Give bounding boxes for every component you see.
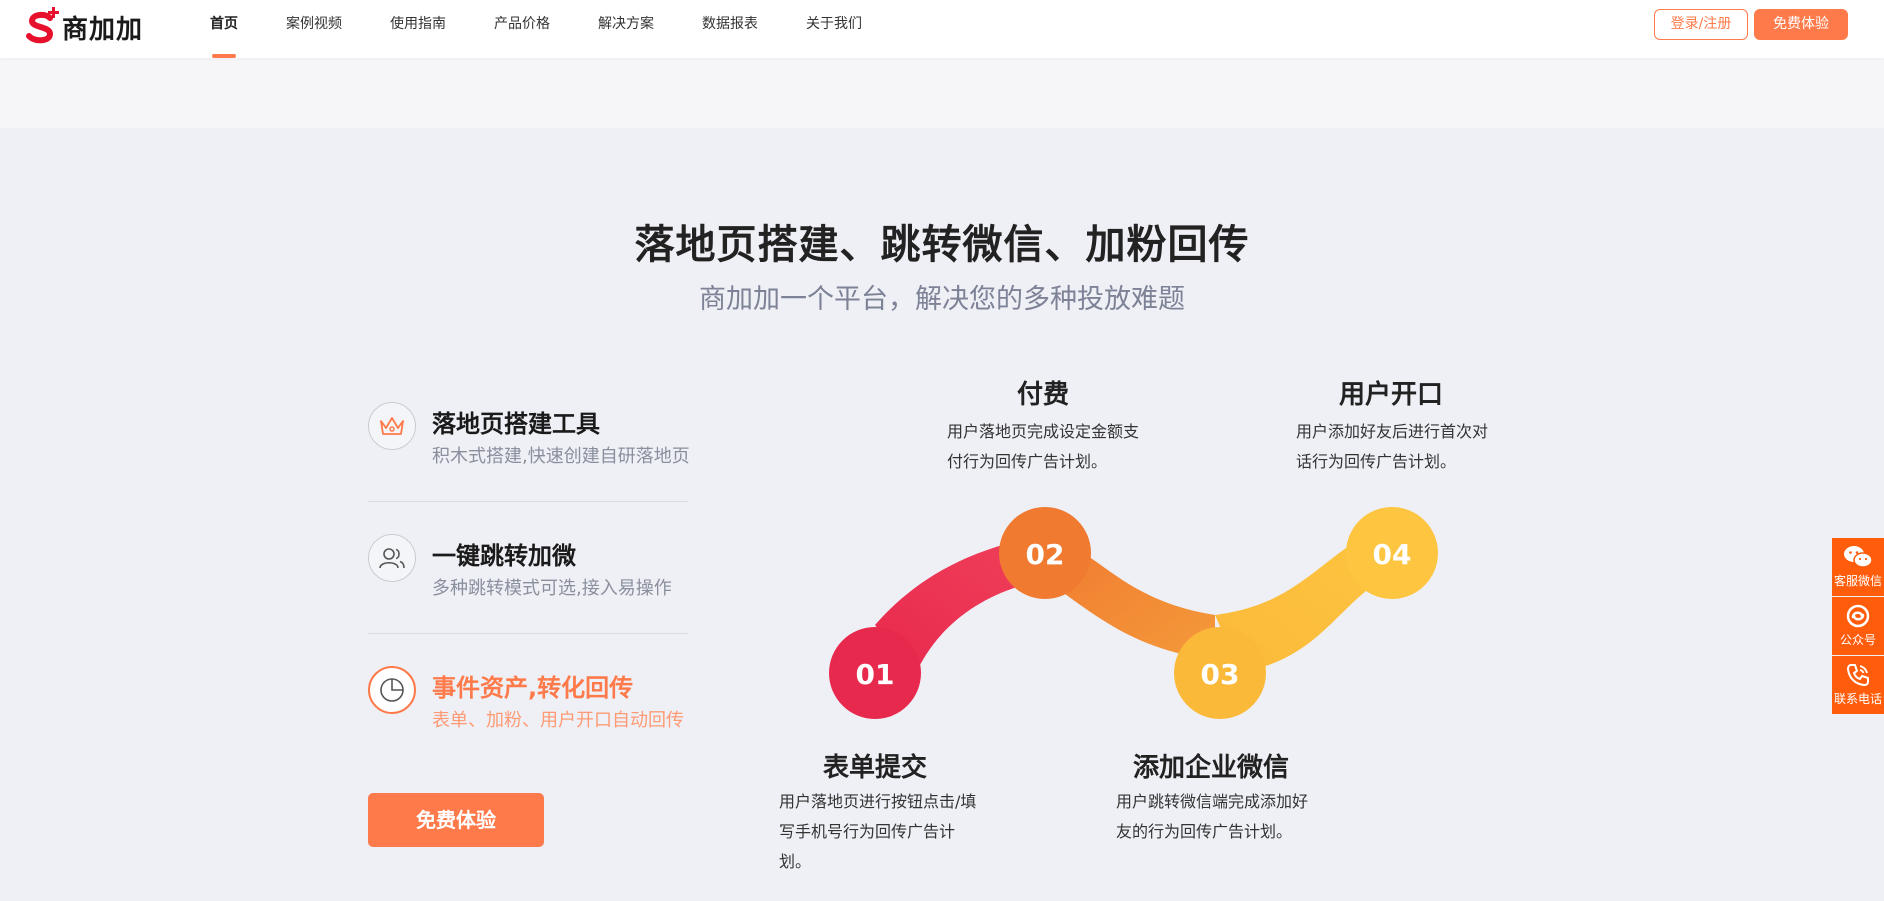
- side-contact-phone[interactable]: 联系电话: [1832, 656, 1884, 714]
- nav-item-guide[interactable]: 使用指南: [390, 16, 446, 32]
- side-label: 公众号: [1839, 633, 1876, 647]
- login-register-button[interactable]: 登录/注册: [1654, 9, 1748, 40]
- step-num-03: 03: [1201, 658, 1240, 691]
- nav-item-reports[interactable]: 数据报表: [702, 16, 758, 32]
- step-03-title: 添加企业微信: [1133, 753, 1290, 783]
- step-circle-03: [1174, 627, 1266, 719]
- side-label: 客服微信: [1833, 574, 1882, 588]
- nav-item-solutions[interactable]: 解决方案: [598, 16, 654, 32]
- feature-desc: 表单、加粉、用户开口自动回传: [432, 710, 684, 731]
- step-02-desc: 用户落地页完成设定金额支付行为回传广告计划。: [947, 422, 1140, 471]
- feature-wechat-jump[interactable]: 一键跳转加微 多种跳转模式可选,接入易操作: [368, 534, 688, 599]
- step-01-title: 表单提交: [823, 753, 928, 783]
- feature-desc: 积木式搭建,快速创建自研落地页: [432, 446, 690, 467]
- step-num-04: 04: [1373, 538, 1412, 571]
- phone-icon: [1847, 664, 1869, 686]
- official-account-icon: [1846, 604, 1870, 628]
- free-trial-header-button[interactable]: 免费体验: [1754, 9, 1848, 40]
- connector-3-4: [1215, 535, 1390, 672]
- main-nav: 首页 案例视频 使用指南 产品价格 解决方案 数据报表 关于我们: [210, 0, 910, 58]
- step-num-02: 02: [1026, 538, 1065, 571]
- nav-item-pricing[interactable]: 产品价格: [494, 16, 550, 32]
- feature-landing-page[interactable]: 落地页搭建工具 积木式搭建,快速创建自研落地页: [368, 402, 690, 467]
- section-subtitle: 商加加一个平台，解决您的多种投放难题: [699, 284, 1185, 315]
- top-header: 商加加 首页 案例视频 使用指南 产品价格 解决方案 数据报表 关于我们 登录/…: [0, 0, 1884, 58]
- pie-chart-icon: [368, 666, 416, 714]
- logo[interactable]: 商加加: [26, 7, 143, 47]
- feature-desc: 多种跳转模式可选,接入易操作: [432, 578, 672, 599]
- logo-icon: [26, 7, 60, 47]
- step-01-desc: 用户落地页进行按钮点击/填写手机号行为回传广告计划。: [779, 792, 977, 871]
- side-customer-wechat[interactable]: 客服微信: [1832, 538, 1884, 596]
- logo-text: 商加加: [62, 14, 144, 45]
- step-04-title: 用户开口: [1339, 380, 1444, 410]
- step-circle-01: [829, 627, 921, 719]
- step-02-title: 付费: [1017, 380, 1070, 410]
- feature-event-callback[interactable]: 事件资产,转化回传 表单、加粉、用户开口自动回传: [368, 666, 688, 731]
- step-03-desc: 用户跳转微信端完成添加好友的行为回传广告计划。: [1116, 792, 1309, 841]
- divider: [368, 501, 688, 502]
- feature-title: 事件资产,转化回传: [432, 674, 634, 702]
- banner-strip: [0, 58, 1884, 128]
- crown-icon: [368, 402, 416, 450]
- feature-title: 一键跳转加微: [432, 542, 576, 570]
- nav-item-home[interactable]: 首页: [210, 0, 238, 58]
- step-circle-04: [1346, 507, 1438, 599]
- feature-title: 落地页搭建工具: [432, 410, 600, 438]
- step-04-desc: 用户添加好友后进行首次对话行为回传广告计划。: [1296, 422, 1489, 471]
- step-circle-02: [999, 507, 1091, 599]
- nav-item-about[interactable]: 关于我们: [806, 16, 862, 32]
- step-num-01: 01: [856, 658, 895, 691]
- users-icon: [368, 534, 416, 582]
- divider: [368, 633, 688, 634]
- wechat-icon: [1844, 546, 1873, 568]
- free-trial-button[interactable]: 免费体验: [368, 793, 544, 847]
- nav-item-case-videos[interactable]: 案例视频: [286, 16, 342, 32]
- process-flow-graphic: 01 02 03 04: [829, 507, 1438, 719]
- side-official-account[interactable]: 公众号: [1832, 597, 1884, 655]
- section-title: 落地页搭建、跳转微信、加粉回传: [634, 222, 1250, 268]
- side-label: 联系电话: [1833, 692, 1882, 706]
